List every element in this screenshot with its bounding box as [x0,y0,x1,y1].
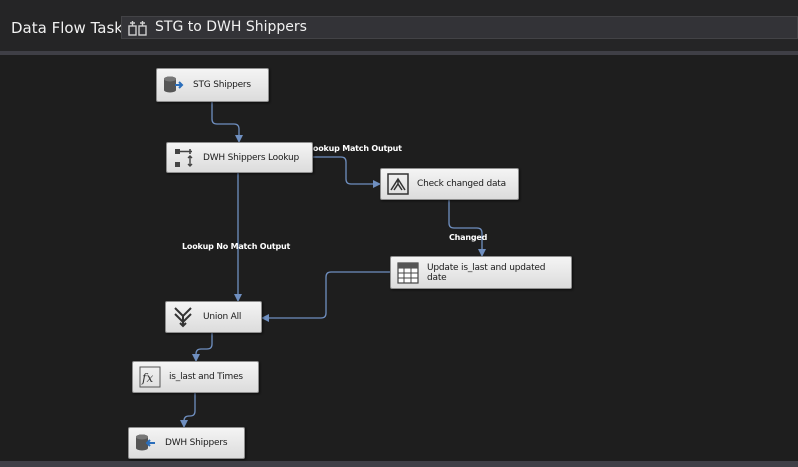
data-flow-task-select[interactable]: STG to DWH Shippers [121,16,798,39]
node-label: DWH Shippers [165,438,228,448]
data-flow-task-toolbar: Data Flow Task: STG to DWH Shippers [0,0,798,51]
path-union-to-derived [192,333,213,362]
node-dwh-shippers-lookup[interactable]: DWH Shippers Lookup [166,142,313,173]
node-dwh-shippers[interactable]: DWH Shippers [128,427,245,459]
node-label-line1: Update is_last and updated [427,262,546,273]
node-update-is-last[interactable]: Update is_last and updated date [390,256,572,289]
canvas-bottom-bar [0,461,798,467]
data-flow-paths [180,102,486,428]
ole-db-command-icon [397,261,419,284]
node-label: is_last and Times [169,372,243,382]
svg-text:fx: fx [141,371,153,385]
node-check-changed-data[interactable]: Check changed data [380,168,519,200]
node-label-line2: date [427,272,447,283]
node-union-all[interactable]: Union All [165,301,262,333]
node-label: Union All [203,312,242,322]
data-flow-task-value: STG to DWH Shippers [155,19,307,35]
conditional-split-icon [387,173,409,195]
path-label-changed[interactable]: Changed [449,233,488,242]
path-changed [448,200,486,257]
node-label: DWH Shippers Lookup [203,152,300,163]
ole-db-source-icon [163,74,185,96]
node-stg-shippers[interactable]: STG Shippers [156,68,269,102]
toolbar-separator [0,51,798,55]
node-label: Check changed data [417,179,506,189]
union-all-icon [172,306,194,328]
path-lookup-match [312,156,381,188]
ole-db-destination-icon [135,432,157,454]
data-flow-task-label: Data Flow Task: [11,19,129,37]
lookup-icon [173,147,195,169]
data-flow-task-icon [128,20,148,41]
data-flow-canvas[interactable]: Lookup Match Output Lookup No Match Outp… [0,55,798,461]
path-label-lookup-match[interactable]: Lookup Match Output [308,144,402,153]
derived-column-icon: fx [139,366,161,388]
path-derived-to-dest [180,393,196,428]
node-label: STG Shippers [193,80,251,90]
path-label-lookup-no-match[interactable]: Lookup No Match Output [182,242,291,251]
node-is-last-and-times[interactable]: fx is_last and Times [132,361,259,393]
path-update-to-union [261,271,390,322]
path-stg-to-lookup [211,102,243,143]
